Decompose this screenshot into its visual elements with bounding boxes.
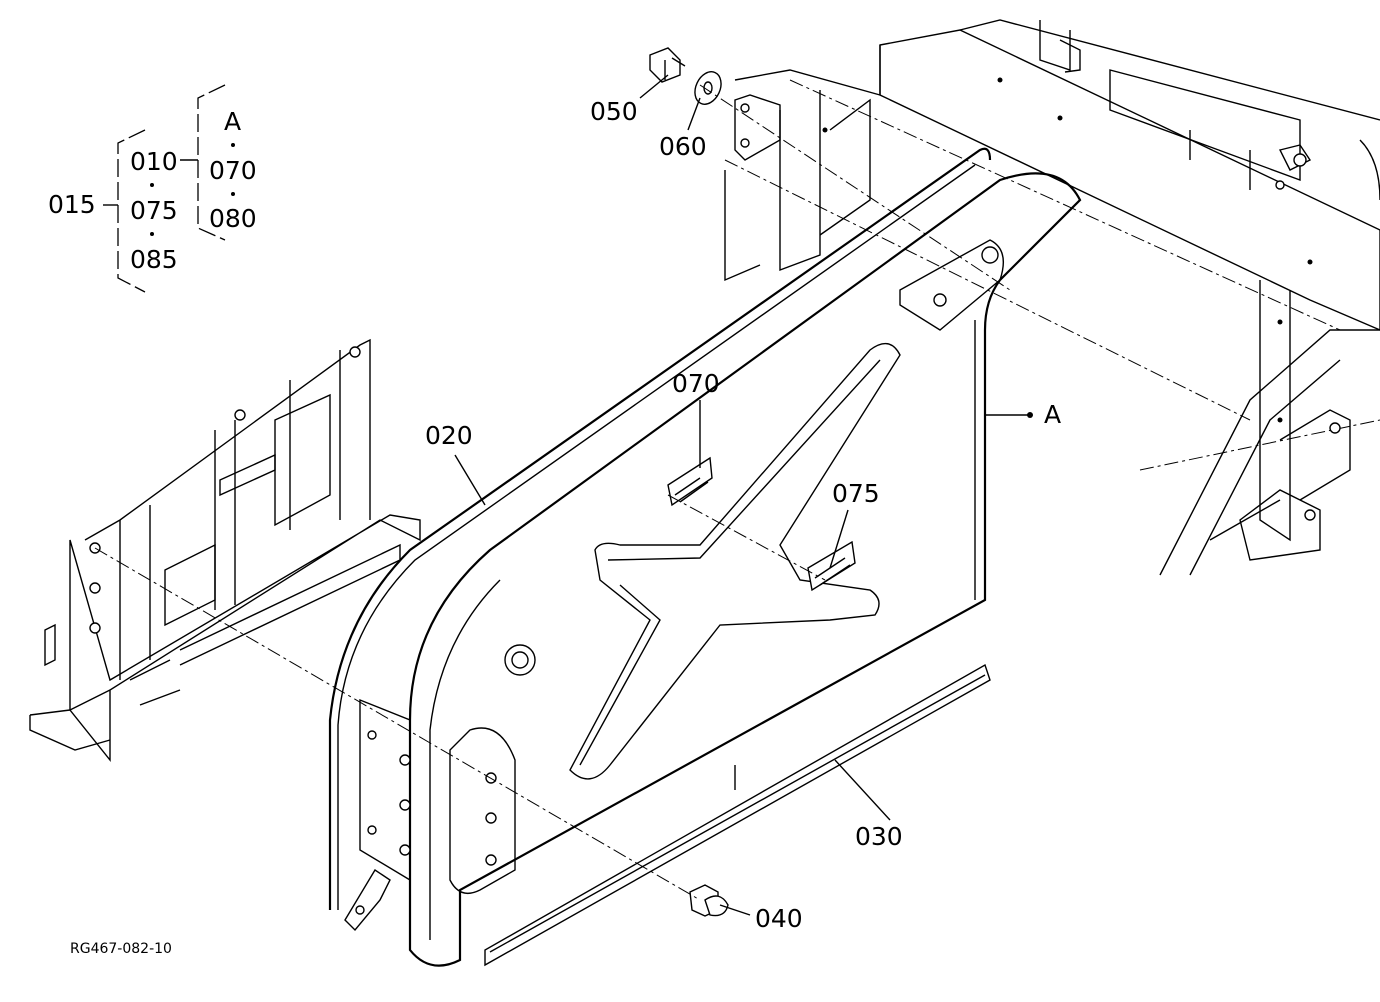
side-panel: [344, 172, 1082, 967]
label-a-group: A: [224, 107, 241, 136]
bolt-040: [689, 884, 729, 917]
strip-030: [484, 663, 991, 967]
label-080: 080: [209, 204, 257, 233]
leader-lines: [94, 74, 1033, 916]
label-085: 085: [130, 245, 178, 274]
decal-070: [667, 456, 713, 507]
label-010: 010: [130, 147, 178, 176]
label-075: 075: [832, 479, 880, 508]
drawing-code: RG467-082-10: [70, 941, 172, 957]
label-030: 030: [855, 822, 903, 851]
bracket-upper: [734, 94, 781, 161]
group-bracket-015: [103, 129, 154, 293]
seal-strip-020: [328, 147, 992, 910]
decal-075: [807, 540, 856, 592]
label-020: 020: [425, 421, 473, 450]
label-070: 070: [672, 369, 720, 398]
label-040: 040: [755, 904, 803, 933]
label-075-group: 075: [130, 196, 178, 225]
label-a: A: [1044, 400, 1061, 429]
cab-frame: [724, 19, 1380, 576]
left-bracket: [29, 338, 421, 762]
group-bracket-010: [180, 84, 235, 241]
label-050: 050: [590, 97, 638, 126]
label-015: 015: [48, 190, 96, 219]
bolt-050: [649, 47, 686, 83]
washer-060: [694, 71, 722, 105]
label-070-group: 070: [209, 156, 257, 185]
label-060: 060: [659, 132, 707, 161]
